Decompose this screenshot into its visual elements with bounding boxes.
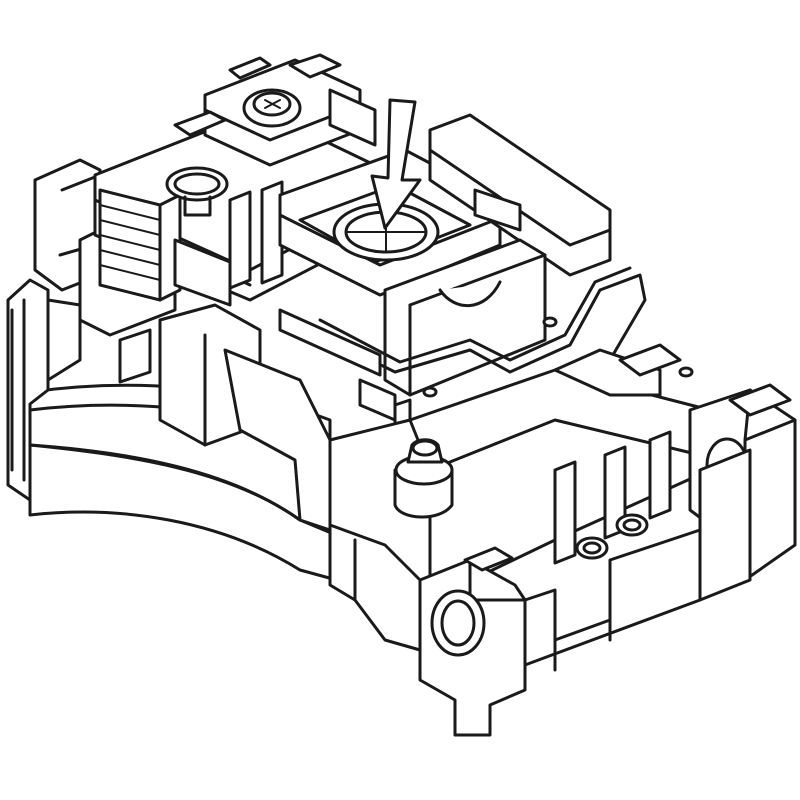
front-lower-wall bbox=[523, 528, 702, 672]
small-hole-icon bbox=[422, 316, 694, 398]
top-screw-icon bbox=[242, 88, 302, 128]
screw-hole-icon bbox=[615, 513, 649, 537]
deck-rails bbox=[173, 180, 284, 307]
mid-walls bbox=[118, 303, 332, 532]
front-foot-bracket bbox=[418, 546, 527, 737]
front-skirt bbox=[328, 523, 422, 652]
laser-beam-arrow bbox=[370, 98, 422, 230]
flex-cable bbox=[278, 308, 412, 427]
objective-lens-icon bbox=[332, 202, 440, 262]
right-upper-block bbox=[428, 113, 612, 277]
left-guide-wall bbox=[6, 278, 82, 502]
lower-chassis bbox=[328, 343, 712, 602]
spring-wire bbox=[308, 266, 647, 374]
hex-nut-icon bbox=[393, 438, 454, 519]
screw-hole-icon bbox=[575, 536, 609, 560]
lower-pillars bbox=[553, 430, 752, 602]
coil-block bbox=[98, 188, 182, 302]
o-ring-icon bbox=[165, 166, 229, 217]
